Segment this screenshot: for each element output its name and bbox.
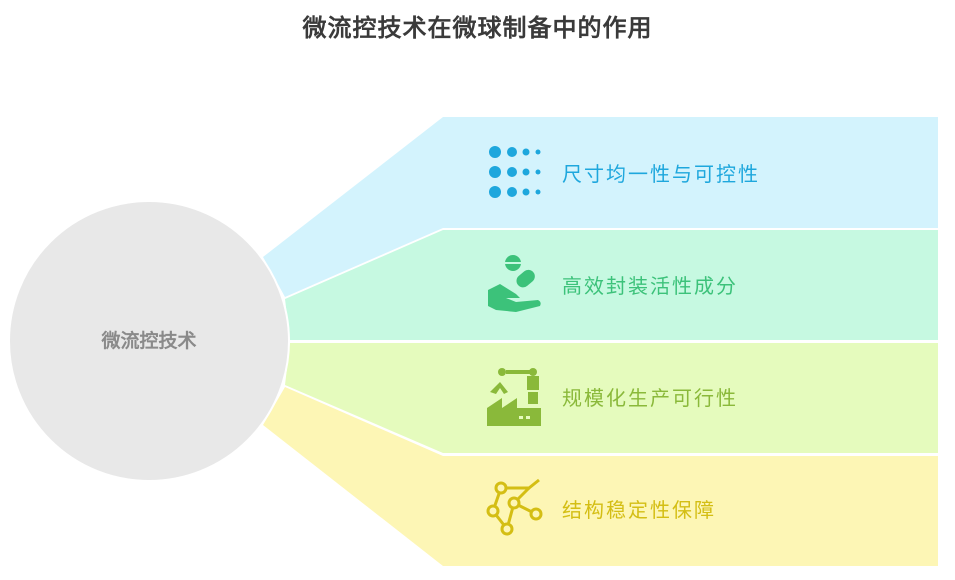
dots-grid-icon [489, 146, 541, 198]
band-4 [263, 387, 938, 566]
factory-robot-arm-icon [487, 368, 541, 426]
item-label: 高效封装活性成分 [562, 273, 738, 298]
item-encapsulation: 高效封装活性成分 [486, 254, 738, 314]
center-label: 微流控技术 [101, 330, 197, 352]
band-1 [263, 117, 938, 297]
page-title: 微流控技术在微球制备中的作用 [302, 13, 653, 42]
band-3 [285, 343, 938, 453]
item-size-uniformity: 尺寸均一性与可控性 [486, 142, 760, 202]
band-2 [285, 230, 938, 340]
hand-capsule-icon [488, 255, 541, 312]
center-circle [8, 200, 290, 482]
item-scalability: 规模化生产可行性 [486, 366, 738, 426]
molecule-network-icon [486, 478, 543, 536]
item-label: 结构稳定性保障 [562, 497, 716, 522]
item-label: 尺寸均一性与可控性 [562, 161, 760, 186]
item-stability: 结构稳定性保障 [486, 478, 716, 538]
item-label: 规模化生产可行性 [562, 385, 738, 410]
